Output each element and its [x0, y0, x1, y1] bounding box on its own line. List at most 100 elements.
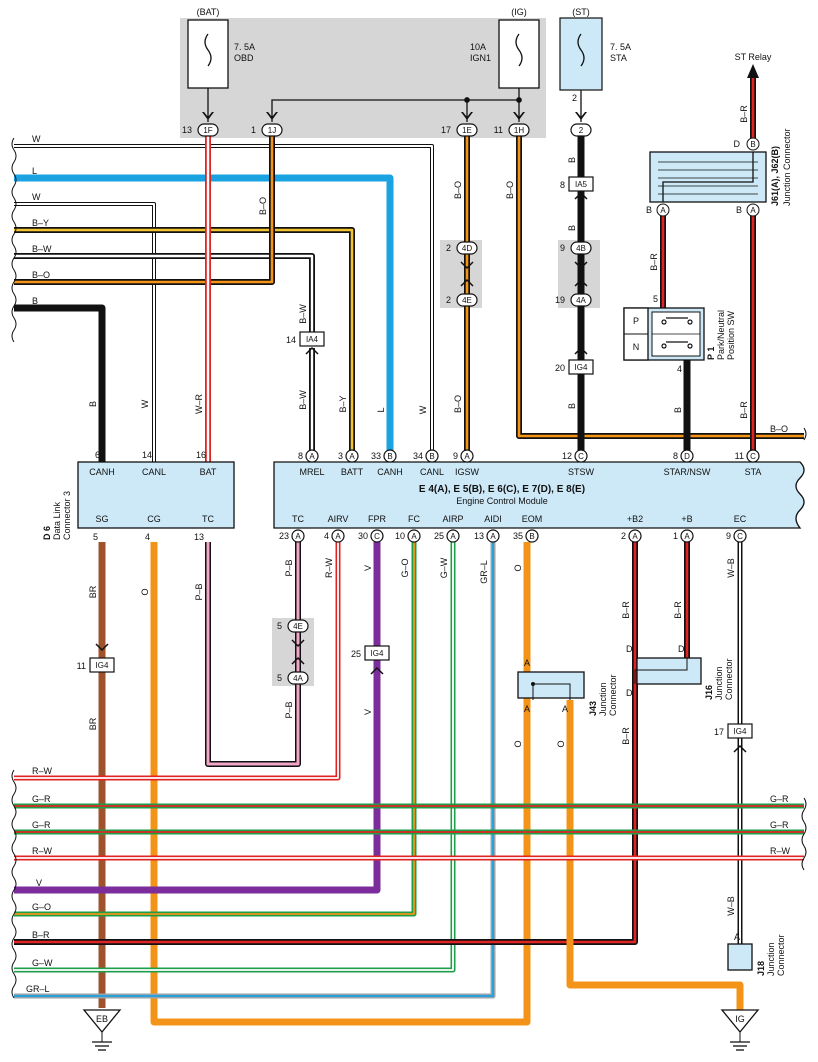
- svg-text:4E: 4E: [293, 622, 303, 631]
- ecm-pin-conn: A: [464, 452, 470, 461]
- ecm-pin-conn: C: [578, 452, 584, 461]
- fuse-sta-pin: 2: [572, 93, 577, 103]
- svg-text:11: 11: [77, 661, 86, 671]
- junction-j43: A A A J43 Junction Connector: [517, 658, 618, 716]
- ecm-pin-conn: A: [411, 532, 417, 541]
- ecm-pin-conn: C: [750, 452, 756, 461]
- svg-text:A: A: [524, 658, 530, 668]
- svg-text:B: B: [750, 140, 755, 149]
- svg-text:Park/Neutral: Park/Neutral: [716, 310, 726, 360]
- svg-text:R–W: R–W: [32, 846, 53, 856]
- svg-text:A: A: [660, 206, 666, 215]
- vertical-wire-labels: B–O B–W B–W B–Y L W B–O B–O B–O B B B B–…: [88, 105, 749, 916]
- svg-text:IG: IG: [735, 1014, 745, 1024]
- svg-text:G–R: G–R: [32, 794, 51, 804]
- svg-text:IA4: IA4: [306, 335, 319, 344]
- svg-text:1H: 1H: [514, 126, 524, 135]
- svg-text:4A: 4A: [293, 674, 303, 683]
- ecm-pin-num: 13: [474, 531, 484, 541]
- svg-text:4B: 4B: [576, 244, 586, 253]
- ecm-title: E 4(A), E 5(B), E 6(C), E 7(D), E 8(E): [419, 484, 585, 495]
- svg-text:CANL: CANL: [142, 467, 166, 477]
- svg-text:P: P: [633, 316, 639, 326]
- svg-text:B–O: B–O: [453, 395, 463, 413]
- svg-text:R–W: R–W: [32, 766, 53, 776]
- svg-text:B: B: [673, 407, 683, 413]
- st-relay-arrow-icon: [747, 64, 759, 78]
- svg-text:W: W: [140, 399, 150, 408]
- svg-text:B: B: [88, 401, 98, 407]
- svg-text:BR: BR: [88, 585, 98, 598]
- ecm-pin-num: 33: [371, 451, 381, 461]
- svg-text:6: 6: [95, 450, 100, 460]
- svg-text:B–O: B–O: [32, 270, 50, 280]
- ecm-pin-label: FC: [408, 514, 420, 524]
- svg-text:TC: TC: [202, 514, 214, 524]
- ecm-pin-conn: B: [429, 452, 434, 461]
- svg-text:V: V: [363, 565, 373, 571]
- ecm-pin-num: 4: [324, 531, 329, 541]
- terminal-arrow-icons: [202, 112, 587, 120]
- ecm-pin-num: 11: [735, 451, 744, 461]
- svg-text:1J: 1J: [268, 126, 276, 135]
- svg-text:N: N: [633, 342, 640, 352]
- bottom-wire-codes: R–W G–R G–R G–R G–R R–W R–W V G–O B–R G–…: [26, 766, 791, 994]
- park-neutral-switch: P N 5 4 P 1 Park/Neutral Position SW: [623, 294, 736, 374]
- fuse-source-label: (ST): [572, 7, 590, 17]
- svg-text:J43: J43: [588, 701, 598, 716]
- fuse-name: IGN1: [470, 53, 491, 63]
- svg-text:J16: J16: [704, 685, 714, 700]
- ecm-pin-label: AIRP: [442, 514, 463, 524]
- ecm-pin-num: 1: [673, 531, 678, 541]
- svg-text:2: 2: [579, 126, 584, 135]
- ecm-pin-label: EC: [734, 514, 747, 524]
- fuse-rating: 7. 5A: [234, 42, 255, 52]
- svg-text:D 6: D 6: [42, 526, 52, 540]
- data-link-connector: CANH CANL BAT 6 14 16 SG CG TC 5 4 13 D …: [42, 450, 235, 542]
- connector-4a: [570, 293, 592, 307]
- ecm-pin-conn: A: [309, 452, 315, 461]
- svg-text:B: B: [646, 205, 652, 215]
- svg-text:A: A: [524, 704, 530, 714]
- svg-text:G–O: G–O: [32, 902, 51, 912]
- svg-text:B: B: [567, 403, 577, 409]
- ecm-pin-num: 30: [358, 531, 368, 541]
- fuse-symbol-icon: [515, 33, 523, 67]
- svg-text:Connector: Connector: [608, 674, 618, 716]
- svg-text:G–W: G–W: [32, 958, 53, 968]
- svg-text:D: D: [734, 139, 741, 149]
- svg-text:D: D: [626, 688, 633, 698]
- svg-text:Junction: Junction: [766, 942, 776, 976]
- svg-text:W–R: W–R: [194, 394, 204, 415]
- svg-text:J61(A), J62(B): J61(A), J62(B): [770, 146, 780, 206]
- svg-text:B–W: B–W: [298, 304, 308, 324]
- ecm-pin-label: AIDI: [484, 514, 502, 524]
- fuse-source-label: (BAT): [197, 7, 220, 17]
- svg-text:BAT: BAT: [200, 467, 217, 477]
- connector-4a-tc: [287, 671, 309, 685]
- svg-text:2: 2: [446, 243, 451, 253]
- ground-ig: IG: [720, 1009, 760, 1051]
- svg-text:P–B: P–B: [284, 701, 294, 718]
- svg-text:P 1: P 1: [706, 347, 716, 360]
- svg-text:W–B: W–B: [726, 558, 736, 578]
- ecm-pin-num: 8: [673, 451, 678, 461]
- svg-text:17: 17: [714, 727, 724, 737]
- connector-arrow-icon: [574, 346, 588, 355]
- svg-text:1: 1: [251, 125, 256, 135]
- connector-ia4: [299, 331, 325, 347]
- connector-arrow-icon: [370, 666, 384, 675]
- svg-text:4E: 4E: [462, 296, 472, 305]
- ecm-pin-label: FPR: [368, 514, 387, 524]
- ecm-pin-num: 25: [434, 531, 444, 541]
- ecm-pin-num: 12: [562, 451, 572, 461]
- svg-text:V: V: [363, 709, 373, 715]
- connector-4d: [456, 241, 478, 255]
- ground-eb: EB: [82, 1009, 122, 1051]
